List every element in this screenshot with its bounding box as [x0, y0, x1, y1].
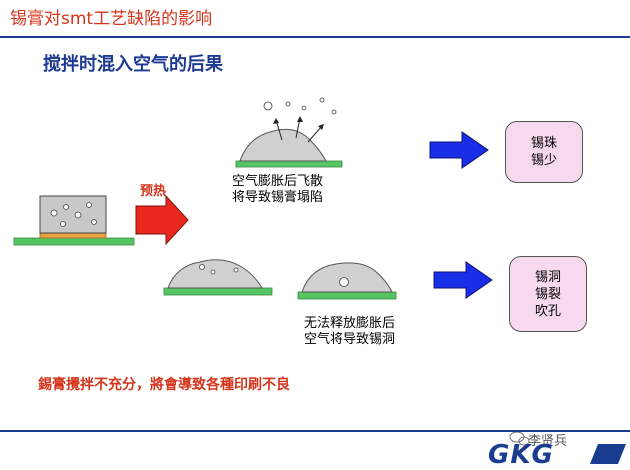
bottom-note: 錫膏攪拌不充分，將會導致各種印刷不良: [38, 377, 290, 393]
board-top: [235, 160, 343, 168]
result-box-top: 锡珠 锡少: [505, 121, 583, 183]
right-arrow-icon-top: [429, 131, 489, 169]
caption-bottom: 无法释放膨胀后 空气将导致锡洞: [304, 316, 396, 347]
gkg-logo: GKG: [488, 440, 554, 470]
page-title: 锡膏对smt工艺缺陷的影响: [10, 9, 213, 29]
caption-top: 空气膨胀后飞散 将导致锡膏塌陷: [232, 174, 324, 205]
section-heading: 搅拌时混入空气的后果: [43, 54, 223, 75]
result-box-bottom: 锡洞 锡裂 吹孔: [509, 256, 587, 332]
paste-block-before-preheat: [13, 195, 135, 246]
wechat-icon: [509, 431, 530, 446]
paste-mound-bottom-right: [297, 262, 397, 300]
board-bottom-left: [163, 287, 273, 296]
footer-divider: [0, 430, 630, 432]
title-divider: [0, 36, 630, 38]
preheat-label: 预热: [140, 184, 167, 199]
preheat-arrow-icon: [135, 194, 189, 246]
paste-block: [39, 195, 107, 234]
board-bottom-right: [297, 291, 397, 300]
result-bottom-text: 锡洞 锡裂 吹孔: [534, 269, 561, 319]
paste-mound-top: [235, 97, 343, 168]
result-top-text: 锡珠 锡少: [530, 136, 557, 168]
logo-mark: [590, 444, 626, 464]
board-left: [13, 237, 135, 246]
watermark-text: 李贤兵: [528, 434, 568, 449]
right-arrow-icon-bottom: [433, 261, 493, 299]
paste-mound-bottom-left: [163, 259, 273, 296]
